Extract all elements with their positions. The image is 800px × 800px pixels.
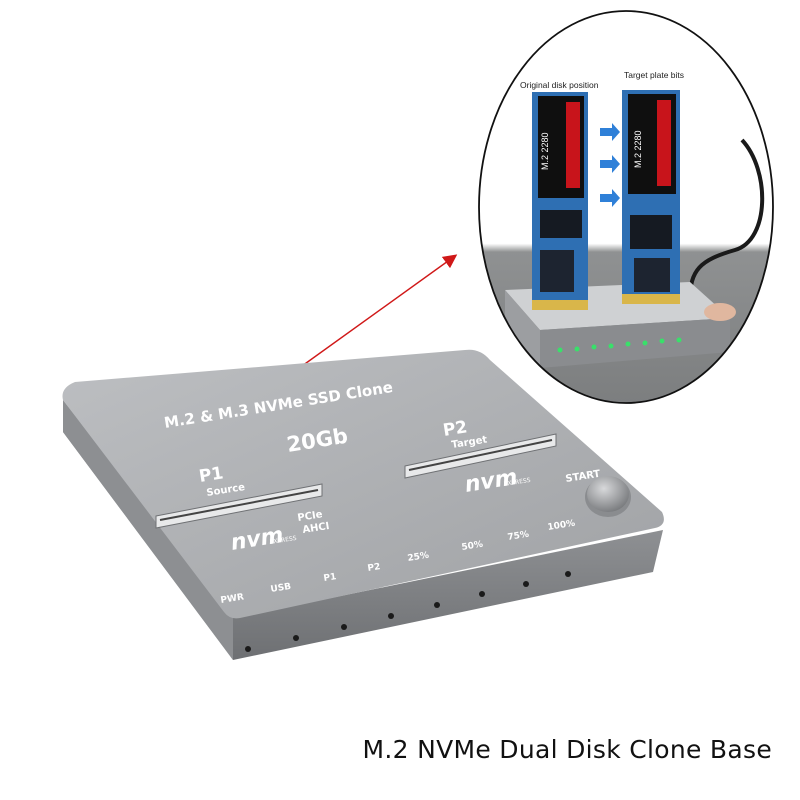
- clone-dock: [62, 349, 664, 660]
- led-50: [479, 591, 485, 597]
- led-label-pwr: PWR: [220, 592, 245, 606]
- slot-p2: [404, 433, 557, 479]
- led-p1: [341, 624, 347, 630]
- ssd-model-text-2: M.2 2280: [633, 130, 643, 168]
- original-disk-label: Original disk position: [520, 80, 599, 90]
- slot-p1: [155, 483, 323, 529]
- led-p2: [388, 613, 394, 619]
- pcie-label: PCIe: [297, 509, 324, 524]
- led-label-75: 75%: [507, 530, 530, 543]
- start-button[interactable]: [585, 476, 631, 517]
- nvm-logo-1-sub: EXPRESS: [269, 535, 297, 546]
- led-usb: [293, 635, 299, 641]
- led-25: [434, 602, 440, 608]
- led-labels: PWR USB P1 P2 25% 50% 75% 100%: [220, 519, 576, 606]
- pointer-arrow: [301, 254, 458, 367]
- led-label-usb: USB: [270, 582, 292, 595]
- led-75: [523, 581, 529, 587]
- finger: [704, 303, 736, 321]
- ssd-model-text-1: M.2 2280: [540, 132, 550, 170]
- led-100: [565, 571, 571, 577]
- transfer-arrows: [600, 123, 620, 207]
- ssd-source: [532, 92, 588, 310]
- inset-circle: M.2 2280 M.2 2280 Original disk position…: [478, 10, 774, 404]
- target-plate-label: Target plate bits: [624, 70, 684, 80]
- led-row: [245, 571, 571, 652]
- led-label-p1: P1: [323, 572, 337, 584]
- ahci-label: AHCI: [302, 521, 331, 536]
- led-label-100: 100%: [547, 519, 576, 533]
- caption: M.2 NVMe Dual Disk Clone Base: [362, 734, 772, 764]
- led-label-50: 50%: [461, 540, 484, 553]
- ssd-target: [622, 90, 680, 304]
- nvm-logo-2-sub: EXPRESS: [503, 477, 531, 488]
- slot-p2-label: P2: [442, 417, 469, 441]
- led-label-p2: P2: [367, 562, 381, 574]
- inset-led-row: [557, 337, 682, 353]
- slot-p1-label: P1: [198, 463, 225, 487]
- led-label-25: 25%: [407, 551, 430, 564]
- start-label: START: [565, 469, 602, 485]
- led-pwr: [245, 646, 251, 652]
